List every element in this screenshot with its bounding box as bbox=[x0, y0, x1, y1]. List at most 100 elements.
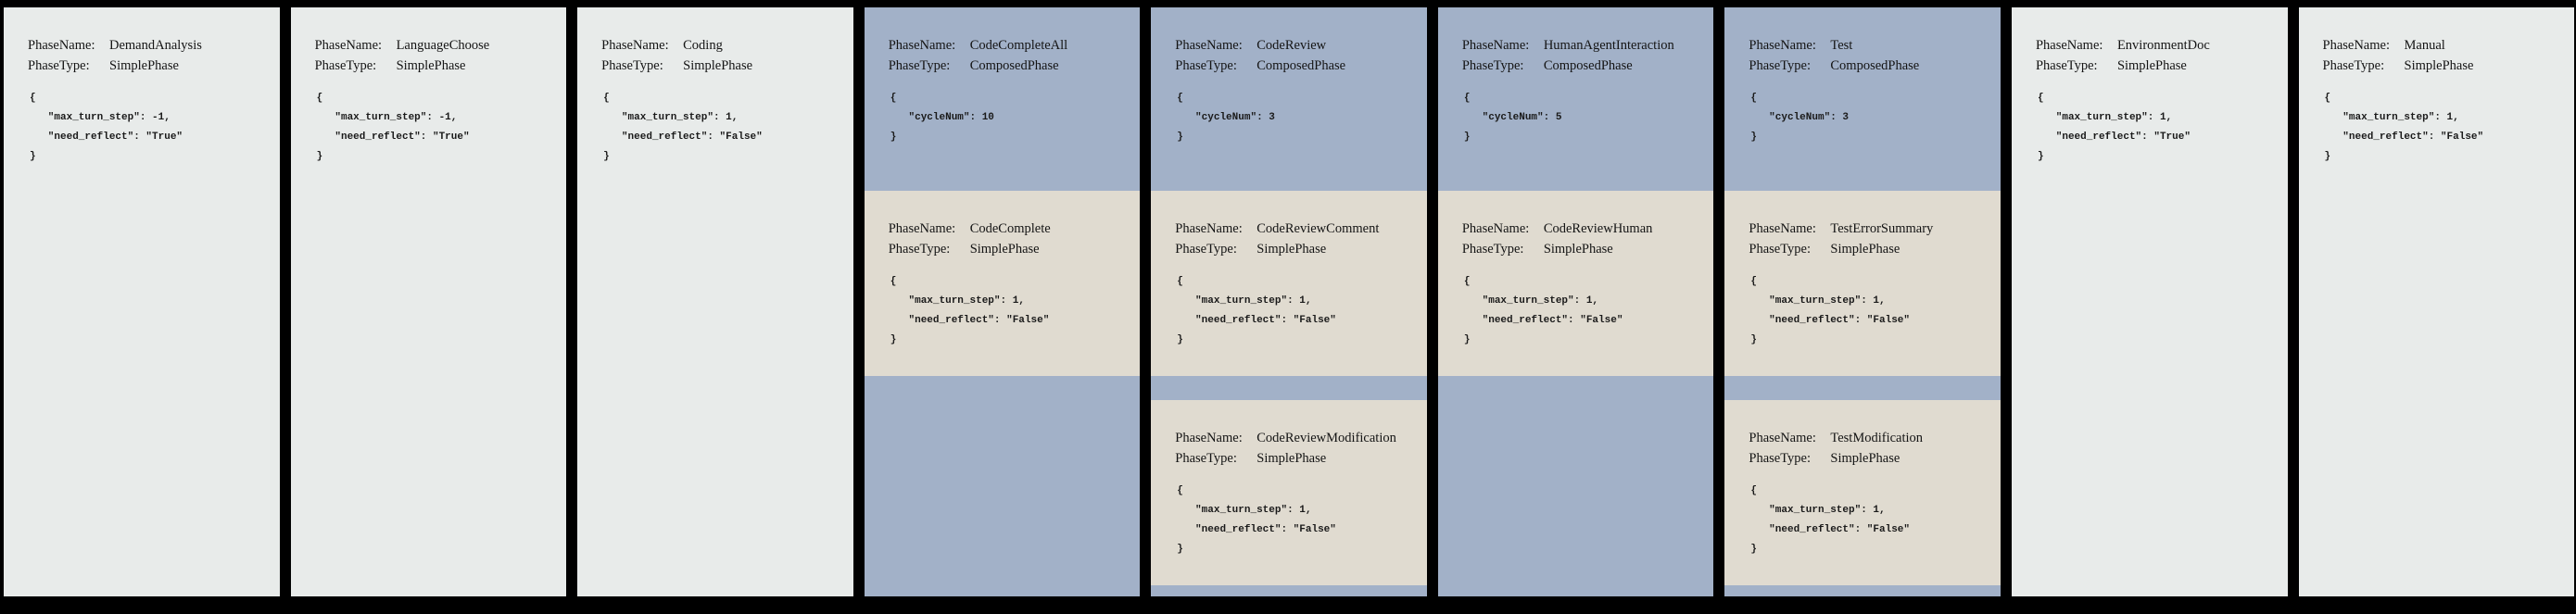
phase-type-label: PhaseType: bbox=[2035, 58, 2098, 73]
phase-name-row: PhaseName: CodeReview bbox=[1175, 35, 1420, 56]
phase-config-json: { "cycleNum": 3 } bbox=[1750, 93, 1849, 143]
phase-card-manual: PhaseName: Manual PhaseType: SimplePhase… bbox=[2298, 7, 2575, 596]
composed-phase-gap bbox=[1151, 376, 1427, 400]
phase-name-row: PhaseName: LanguageChoose bbox=[315, 35, 560, 56]
phase-name-value: Test bbox=[1830, 38, 1853, 53]
phase-type-row: PhaseType: SimplePhase bbox=[1175, 239, 1420, 259]
phase-card-code-review: PhaseName: CodeReview PhaseType: Compose… bbox=[1151, 7, 1427, 596]
composed-phase-footer bbox=[1151, 585, 1427, 596]
phase-type-label: PhaseType: bbox=[1175, 451, 1237, 466]
phase-config-json: { "max_turn_step": 1, "need_reflect": "F… bbox=[2324, 93, 2484, 162]
phase-type-label: PhaseType: bbox=[888, 58, 951, 73]
phase-card-human-agent-interaction: PhaseName: HumanAgentInteraction PhaseTy… bbox=[1437, 7, 1714, 596]
composed-phase-footer bbox=[1438, 376, 1714, 596]
phase-name-row: PhaseName: Coding bbox=[601, 35, 846, 56]
phase-type-value: SimplePhase bbox=[1256, 242, 1327, 257]
nested-phase-card-test-error-summary: PhaseName: TestErrorSummary PhaseType: S… bbox=[1724, 191, 2001, 376]
phase-type-value: SimplePhase bbox=[1830, 451, 1900, 466]
phase-type-value: SimplePhase bbox=[1256, 451, 1327, 466]
phase-name-label: PhaseName: bbox=[888, 38, 956, 53]
phase-config-json: { "cycleNum": 3 } bbox=[1177, 93, 1275, 143]
phase-card-environment-doc: PhaseName: EnvironmentDoc PhaseType: Sim… bbox=[2011, 7, 2288, 596]
phase-name-row: PhaseName: HumanAgentInteraction bbox=[1462, 35, 1707, 56]
phase-name-row: PhaseName: Manual bbox=[2323, 35, 2568, 56]
phase-config-json: { "max_turn_step": 1, "need_reflect": "F… bbox=[890, 276, 1050, 345]
phase-type-value: SimplePhase bbox=[1543, 242, 1613, 257]
phase-name-row: PhaseName: CodeReviewComment bbox=[1175, 219, 1420, 239]
phase-name-value: EnvironmentDoc bbox=[2116, 38, 2210, 53]
phase-type-label: PhaseType: bbox=[1749, 58, 1812, 73]
phase-name-value: Manual bbox=[2404, 38, 2445, 53]
phase-config-json: { "max_turn_step": 1, "need_reflect": "T… bbox=[2037, 93, 2191, 162]
phase-section: PhaseName: LanguageChoose PhaseType: Sim… bbox=[291, 7, 567, 596]
phase-name-label: PhaseName: bbox=[2035, 38, 2103, 53]
phase-config-json: { "max_turn_step": -1, "need_reflect": "… bbox=[316, 93, 470, 162]
phase-type-value: ComposedPhase bbox=[969, 58, 1059, 73]
phase-config-json: { "cycleNum": 10 } bbox=[890, 93, 994, 143]
phase-name-row: PhaseName: CodeComplete bbox=[889, 219, 1133, 239]
phase-name-label: PhaseName: bbox=[1749, 431, 1816, 445]
phase-name-row: PhaseName: TestErrorSummary bbox=[1749, 219, 1993, 239]
phase-type-row: PhaseType: SimplePhase bbox=[1462, 239, 1707, 259]
phase-name-label: PhaseName: bbox=[1749, 221, 1816, 236]
composed-phase-gap bbox=[1724, 376, 2001, 400]
composed-phase-header: PhaseName: Test PhaseType: ComposedPhase… bbox=[1724, 7, 2001, 191]
phase-name-label: PhaseName: bbox=[1175, 38, 1243, 53]
phase-name-row: PhaseName: Test bbox=[1749, 35, 1993, 56]
phase-config-json: { "max_turn_step": -1, "need_reflect": "… bbox=[30, 93, 183, 162]
phase-section: PhaseName: DemandAnalysis PhaseType: Sim… bbox=[4, 7, 280, 596]
nested-phase-card-code-review-human: PhaseName: CodeReviewHuman PhaseType: Si… bbox=[1437, 191, 1714, 376]
phase-name-label: PhaseName: bbox=[1461, 38, 1530, 53]
phase-name-value: CodeCompleteAll bbox=[969, 38, 1068, 53]
phase-name-row: PhaseName: EnvironmentDoc bbox=[2036, 35, 2280, 56]
phase-type-label: PhaseType: bbox=[1749, 451, 1812, 466]
phase-name-value: CodeReviewHuman bbox=[1543, 221, 1653, 236]
phase-name-value: CodeReviewComment bbox=[1256, 221, 1380, 236]
phase-type-value: SimplePhase bbox=[969, 242, 1040, 257]
phase-name-row: PhaseName: DemandAnalysis bbox=[28, 35, 272, 56]
phase-type-row: PhaseType: SimplePhase bbox=[315, 56, 560, 76]
phase-name-label: PhaseName: bbox=[1175, 221, 1243, 236]
phase-name-row: PhaseName: CodeCompleteAll bbox=[889, 35, 1133, 56]
phase-type-row: PhaseType: SimplePhase bbox=[889, 239, 1133, 259]
phase-name-value: Coding bbox=[683, 38, 723, 53]
phase-name-label: PhaseName: bbox=[314, 38, 383, 53]
phase-type-row: PhaseType: ComposedPhase bbox=[1175, 56, 1420, 76]
phase-type-value: SimplePhase bbox=[683, 58, 753, 73]
phase-type-value: ComposedPhase bbox=[1830, 58, 1920, 73]
phase-config-json: { "max_turn_step": 1, "need_reflect": "F… bbox=[1750, 485, 1911, 555]
phase-type-value: SimplePhase bbox=[396, 58, 466, 73]
phase-type-label: PhaseType: bbox=[314, 58, 377, 73]
phase-type-row: PhaseType: ComposedPhase bbox=[1749, 56, 1993, 76]
phase-name-label: PhaseName: bbox=[28, 38, 95, 53]
nested-phase-card-code-complete: PhaseName: CodeComplete PhaseType: Simpl… bbox=[864, 191, 1141, 376]
phase-type-row: PhaseType: SimplePhase bbox=[28, 56, 272, 76]
phase-config-json: { "max_turn_step": 1, "need_reflect": "F… bbox=[603, 93, 763, 162]
phase-config-json: { "max_turn_step": 1, "need_reflect": "F… bbox=[1177, 485, 1336, 555]
phase-type-row: PhaseType: SimplePhase bbox=[2036, 56, 2280, 76]
phase-type-label: PhaseType: bbox=[1175, 58, 1237, 73]
phase-type-label: PhaseType: bbox=[601, 58, 663, 73]
phase-name-value: CodeReviewModification bbox=[1256, 431, 1396, 445]
phase-type-label: PhaseType: bbox=[1461, 242, 1524, 257]
phase-config-json: { "max_turn_step": 1, "need_reflect": "F… bbox=[1750, 276, 1911, 345]
phase-type-value: SimplePhase bbox=[2404, 58, 2474, 73]
phase-type-label: PhaseType: bbox=[1461, 58, 1524, 73]
phase-type-row: PhaseType: SimplePhase bbox=[1175, 448, 1420, 469]
phase-card-demand-analysis: PhaseName: DemandAnalysis PhaseType: Sim… bbox=[4, 7, 280, 596]
phase-name-value: TestErrorSummary bbox=[1830, 221, 1934, 236]
phase-type-row: PhaseType: ComposedPhase bbox=[889, 56, 1133, 76]
composed-phase-header: PhaseName: HumanAgentInteraction PhaseTy… bbox=[1438, 7, 1714, 191]
phase-type-value: ComposedPhase bbox=[1256, 58, 1346, 73]
phase-name-row: PhaseName: TestModification bbox=[1749, 428, 1993, 448]
phase-type-value: SimplePhase bbox=[1830, 242, 1900, 257]
phase-config-json: { "max_turn_step": 1, "need_reflect": "F… bbox=[1463, 276, 1623, 345]
phase-type-row: PhaseType: SimplePhase bbox=[1749, 448, 1993, 469]
phase-section: PhaseName: Coding PhaseType: SimplePhase… bbox=[577, 7, 853, 596]
phase-type-row: PhaseType: SimplePhase bbox=[2323, 56, 2568, 76]
composed-phase-header: PhaseName: CodeReview PhaseType: Compose… bbox=[1151, 7, 1427, 191]
phase-name-row: PhaseName: CodeReviewHuman bbox=[1462, 219, 1707, 239]
nested-phase-card-test-modification: PhaseName: TestModification PhaseType: S… bbox=[1724, 400, 2001, 585]
phase-name-label: PhaseName: bbox=[1461, 221, 1530, 236]
